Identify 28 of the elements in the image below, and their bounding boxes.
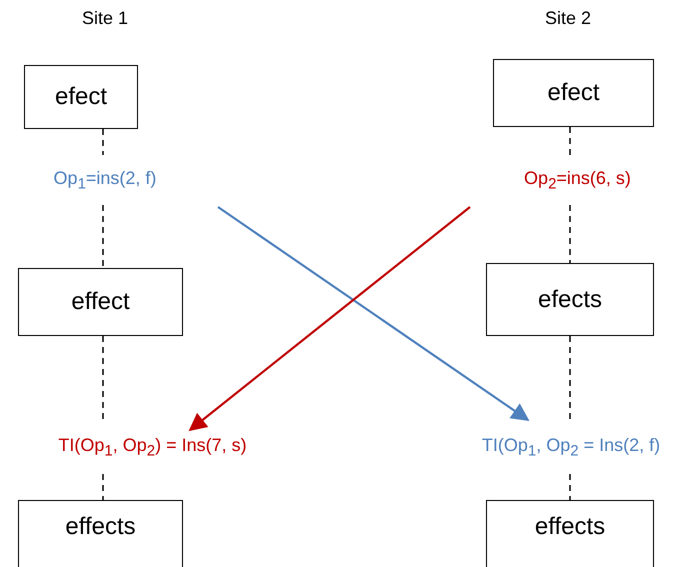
box-text: effects (65, 513, 136, 541)
state-box (18, 500, 183, 567)
dashed-line (102, 205, 104, 268)
box-text: efect (547, 79, 600, 107)
box-text: efect (54, 83, 108, 111)
state-box (18, 268, 183, 336)
arrow (188, 206, 471, 432)
site-label: Site 2 (544, 8, 592, 29)
dashed-line (102, 129, 104, 155)
site-label: Site 1 (82, 8, 128, 29)
state-box (24, 65, 138, 129)
dashed-line (569, 474, 571, 500)
box-text: effects (534, 513, 606, 541)
dashed-line (569, 205, 571, 263)
box-text: effect (71, 288, 130, 316)
dashed-line (102, 336, 104, 420)
operation-label: Op$_{1}$=ins(2, f) (54, 168, 156, 192)
arrow (217, 206, 530, 422)
dashed-line (569, 127, 571, 155)
dashed-line (569, 336, 571, 420)
state-box (486, 500, 654, 567)
state-box (493, 59, 654, 127)
operation-label: Op$_{2}$=ins(6, s) (524, 168, 631, 192)
operation-label: TI(Op$_{1}$, Op$_{2}$ = Ins(2, f) (482, 434, 660, 460)
box-text: efects (538, 286, 602, 314)
state-box (486, 263, 654, 336)
operation-label: TI(Op$_{1}$, Op$_{2}$) = Ins(7, s) (58, 434, 247, 460)
dashed-line (102, 474, 104, 500)
